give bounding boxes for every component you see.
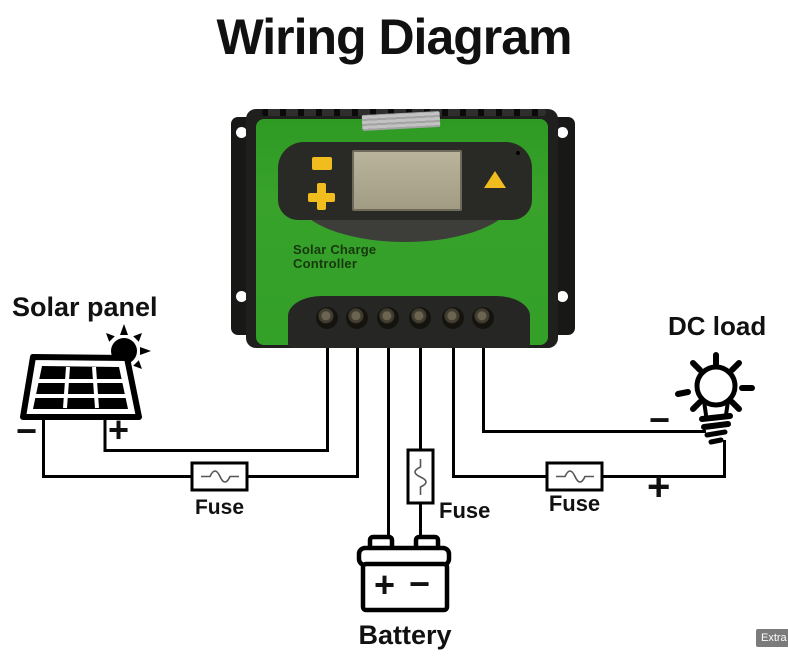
battery-label: Battery (358, 620, 452, 650)
terminal-screw-icon (346, 307, 368, 329)
solar-panel-icon (20, 324, 151, 420)
light-bulb-icon (675, 352, 755, 445)
lcd-screen (352, 150, 462, 211)
solar-negative-symbol: − (16, 410, 38, 451)
up-arrow-button-icon (484, 171, 506, 188)
terminal-screw-icon (442, 307, 464, 329)
load-positive-symbol: + (647, 465, 671, 509)
mounting-hole-icon (557, 291, 568, 302)
battery-positive-symbol: + (374, 564, 396, 605)
plus-button-icon (308, 183, 335, 210)
load-negative-symbol: − (649, 399, 671, 440)
minus-button-icon (312, 157, 332, 170)
mounting-hole-icon (236, 127, 247, 138)
solar-positive-symbol: + (108, 409, 130, 450)
fuse-load-icon (545, 461, 604, 492)
solar-panel-label: Solar panel (12, 292, 158, 322)
fuse-solar-label: Fuse (194, 496, 244, 519)
terminal-screw-icon (472, 307, 494, 329)
wire-solar-positive (103, 347, 329, 452)
fuse-battery-icon (406, 448, 435, 505)
fuse-solar-icon (190, 461, 249, 492)
fuse-battery-label: Fuse (439, 498, 491, 523)
battery-negative-symbol: − (409, 563, 431, 604)
device-label: Solar Charge Controller (293, 242, 377, 271)
terminal-screw-icon (409, 307, 431, 329)
extra-badge[interactable]: Extra (756, 629, 788, 647)
indicator-dot (516, 151, 520, 155)
terminal-screw-icon (377, 307, 399, 329)
page-title: Wiring Diagram (216, 9, 572, 65)
wire-load-positive (452, 347, 726, 478)
dc-load-label: DC load (668, 311, 767, 341)
bulb-rays (675, 352, 755, 412)
battery-icon (356, 534, 452, 613)
fuse-load-label: Fuse (548, 491, 601, 516)
terminal-screw-icon (316, 307, 338, 329)
mounting-hole-icon (557, 127, 568, 138)
mounting-hole-icon (236, 291, 247, 302)
wire-load-negative (482, 347, 706, 433)
